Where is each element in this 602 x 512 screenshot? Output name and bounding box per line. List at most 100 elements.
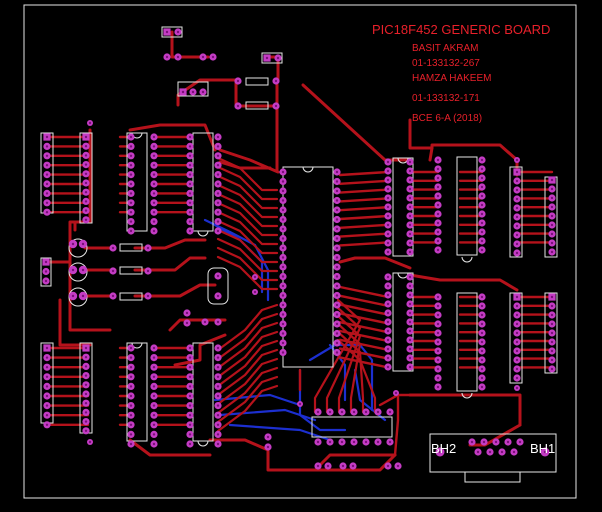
pad-hole (84, 356, 88, 359)
pad-hole (480, 176, 484, 180)
pad-hole (129, 404, 133, 407)
pad-hole (281, 294, 285, 297)
pad-hole (408, 284, 412, 288)
pad-hole (152, 182, 156, 186)
top-trace (338, 205, 390, 212)
pad-hole (84, 181, 88, 185)
top-trace (338, 312, 390, 325)
pad-hole (386, 347, 390, 351)
pad-hole (185, 311, 189, 315)
bh1-label: BH1 (530, 441, 556, 456)
pad-hole (152, 346, 156, 350)
pad-hole (408, 365, 412, 369)
pad-hole (216, 356, 220, 359)
pad-hole (480, 304, 484, 308)
pad-hole (281, 218, 285, 221)
top-trace (216, 339, 279, 388)
pad-hole (408, 338, 412, 342)
pad-hole (216, 346, 220, 350)
pad-hole (480, 367, 484, 371)
pad-hole (281, 199, 285, 202)
pad-hole (436, 221, 440, 225)
pad-hole (386, 302, 390, 306)
pad-hole (84, 135, 88, 139)
pad-hole (152, 154, 156, 157)
pad-hole (111, 294, 115, 298)
pad-hole (129, 145, 133, 148)
top-trace (216, 192, 279, 228)
pad-hole (388, 410, 392, 414)
pad-hole (364, 440, 368, 444)
pad-hole (152, 211, 156, 214)
pad-hole (216, 414, 220, 417)
pad-hole (352, 410, 356, 414)
pad-hole (188, 211, 192, 214)
pad-hole (129, 433, 133, 436)
pad-hole (165, 30, 169, 34)
board-outline (23, 4, 577, 499)
header2-lower-right-outline (544, 292, 558, 374)
pad-hole (152, 404, 156, 407)
pad-hole (129, 164, 133, 167)
pad-hole (550, 304, 554, 308)
pad-hole (216, 320, 220, 324)
pad-hole (45, 366, 49, 369)
pad-hole (188, 385, 192, 388)
pad-hole (396, 464, 400, 468)
pad-hole (216, 135, 220, 139)
pad-hole (146, 246, 150, 250)
top-trace (128, 438, 212, 457)
pad-hole (176, 30, 180, 34)
author-name-1: BASIT AKRAM (412, 43, 479, 54)
pad-hole (188, 201, 192, 204)
top-trace (325, 306, 362, 414)
pad-hole (111, 246, 115, 250)
top-trace (216, 174, 279, 210)
pad-hole (480, 376, 484, 380)
pad-hole (316, 440, 320, 444)
pad-hole (216, 366, 220, 369)
top-trace (338, 179, 390, 186)
pad-hole (364, 410, 368, 414)
ic-notch (461, 392, 473, 399)
pad-hole (84, 154, 88, 157)
pad-hole (188, 442, 192, 446)
pad-hole (146, 294, 150, 298)
pad-hole (515, 304, 519, 308)
pad-hole (71, 242, 75, 246)
pad-hole (129, 442, 133, 446)
pad-hole (216, 182, 220, 186)
pad-hole (176, 55, 180, 59)
pad-hole (216, 173, 220, 176)
pad-hole (188, 192, 192, 195)
pad-hole (88, 440, 92, 444)
top-trace (216, 156, 279, 192)
pad-hole (152, 385, 156, 388)
top-trace (408, 393, 522, 427)
pad-hole (81, 294, 85, 298)
pad-hole (152, 192, 156, 195)
pad-hole (480, 239, 484, 243)
pad-hole (335, 170, 339, 174)
pad-hole (45, 394, 49, 398)
pad-hole (515, 322, 519, 326)
pad-hole (515, 158, 519, 162)
bh2-label: BH2 (431, 441, 457, 456)
pad-hole (188, 220, 192, 223)
pad-hole (436, 194, 440, 198)
pad-hole (165, 55, 169, 59)
pad-hole (408, 178, 412, 182)
pad-hole (408, 329, 412, 333)
pad-hole (281, 170, 285, 174)
top-trace (216, 237, 279, 273)
top-layer-traces (46, 30, 554, 472)
ic-notch (302, 166, 314, 173)
pad-hole (216, 294, 220, 298)
pad-hole (81, 268, 85, 272)
pad-hole (129, 346, 133, 350)
top-trace (336, 322, 362, 414)
pad-hole (394, 391, 398, 395)
pad-hole (188, 423, 192, 426)
pad-hole (512, 450, 516, 454)
